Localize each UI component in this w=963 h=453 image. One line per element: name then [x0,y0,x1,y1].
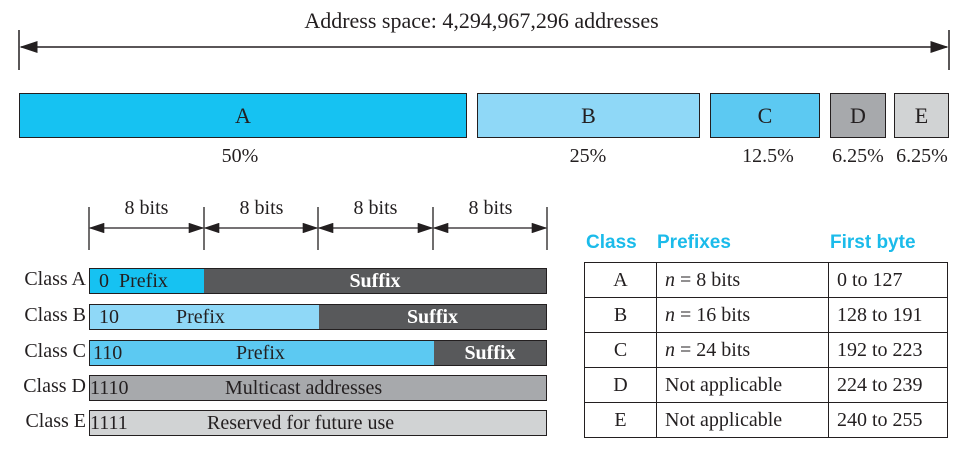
header-prefixes: Prefixes [657,232,731,253]
segment-d-label: D [850,102,866,128]
class-a-prefix: Prefix [119,270,168,292]
row-label-class-c: Class C [24,340,86,362]
segment-class-a: A [19,93,467,138]
table-cell-prefix: Not applicable [656,402,829,438]
table-cell-prefix: n = 16 bits [656,297,829,333]
table-cell-prefix: n = 24 bits [656,332,829,368]
class-d-bits: 1110 [90,377,129,399]
pct-class-b: 25% [569,145,607,167]
bar-class-c: 110 Prefix Suffix [89,340,547,366]
pct-class-d: 6.25% [832,145,884,167]
bit-label-3: 8 bits [353,197,398,219]
segment-a-label: A [235,102,251,128]
class-b-bits: 10 [99,306,119,328]
prefix-value: = 8 bits [675,268,741,291]
address-space-title: Address space: 4,294,967,296 addresses [304,8,659,33]
header-first-byte: First byte [830,232,916,253]
class-c-bits: 110 [93,342,123,364]
table-cell-class: C [584,332,657,368]
table-cell-first-byte: 224 to 239 [828,367,948,403]
bar-class-b: 10 Prefix Suffix [89,304,547,330]
table-cell-class: E [584,402,657,438]
row-label-class-a: Class A [24,268,86,290]
row-label-class-b: Class B [24,304,86,326]
segment-e-label: E [914,102,929,128]
bit-label-4: 8 bits [468,197,513,219]
class-c-prefix: Prefix [236,342,285,364]
header-class: Class [586,232,637,253]
class-c-suffix: Suffix [434,341,546,365]
bit-label-2: 8 bits [239,197,284,219]
table-cell-class: A [584,262,657,298]
class-a-bits: 0 [99,270,109,292]
table-cell-class: B [584,297,657,333]
table-cell-class: D [584,367,657,403]
segment-class-c: C [710,93,820,138]
pct-class-c: 12.5% [742,145,794,167]
class-info-table: A n = 8 bits 0 to 127 B n = 16 bits 128 … [584,262,948,438]
class-e-bits: 1111 [90,412,128,434]
segment-c-label: C [757,102,773,128]
segment-class-b: B [477,93,700,138]
table-cell-first-byte: 240 to 255 [828,402,948,438]
prefix-value: = 24 bits [675,338,751,361]
bar-class-d: 1110 Multicast addresses [89,375,547,401]
table-row: A n = 8 bits 0 to 127 [584,262,948,298]
segment-class-e: E [894,93,949,138]
class-e-text: Reserved for future use [207,412,395,434]
row-label-class-d: Class D [23,375,86,397]
table-cell-prefix: Not applicable [656,367,829,403]
table-cell-prefix: n = 8 bits [656,262,829,298]
table-row: B n = 16 bits 128 to 191 [584,297,948,333]
class-c-prefix-part: 110 Prefix [90,341,434,365]
pct-class-a: 50% [221,145,259,167]
segment-b-label: B [581,102,596,128]
class-b-suffix: Suffix [319,305,546,329]
row-label-class-e: Class E [25,410,86,432]
class-b-prefix: Prefix [176,306,225,328]
bar-class-e: 1111 Reserved for future use [89,410,547,436]
class-a-suffix: Suffix [204,269,546,293]
table-cell-first-byte: 0 to 127 [828,262,948,298]
table-cell-first-byte: 128 to 191 [828,297,948,333]
class-d-text: Multicast addresses [225,377,383,399]
bit-label-1: 8 bits [124,197,169,219]
table-row: E Not applicable 240 to 255 [584,402,948,438]
table-row: C n = 24 bits 192 to 223 [584,332,948,368]
class-b-prefix-part: 10 Prefix [90,305,319,329]
n-variable: n [665,338,675,361]
class-a-prefix-part: 0 Prefix [90,269,204,293]
segment-class-d: D [830,93,886,138]
prefix-value: = 16 bits [675,303,751,326]
n-variable: n [665,268,675,291]
table-cell-first-byte: 192 to 223 [828,332,948,368]
n-variable: n [665,303,675,326]
pct-class-e: 6.25% [896,145,948,167]
bar-class-a: 0 Prefix Suffix [89,268,547,294]
table-row: D Not applicable 224 to 239 [584,367,948,403]
